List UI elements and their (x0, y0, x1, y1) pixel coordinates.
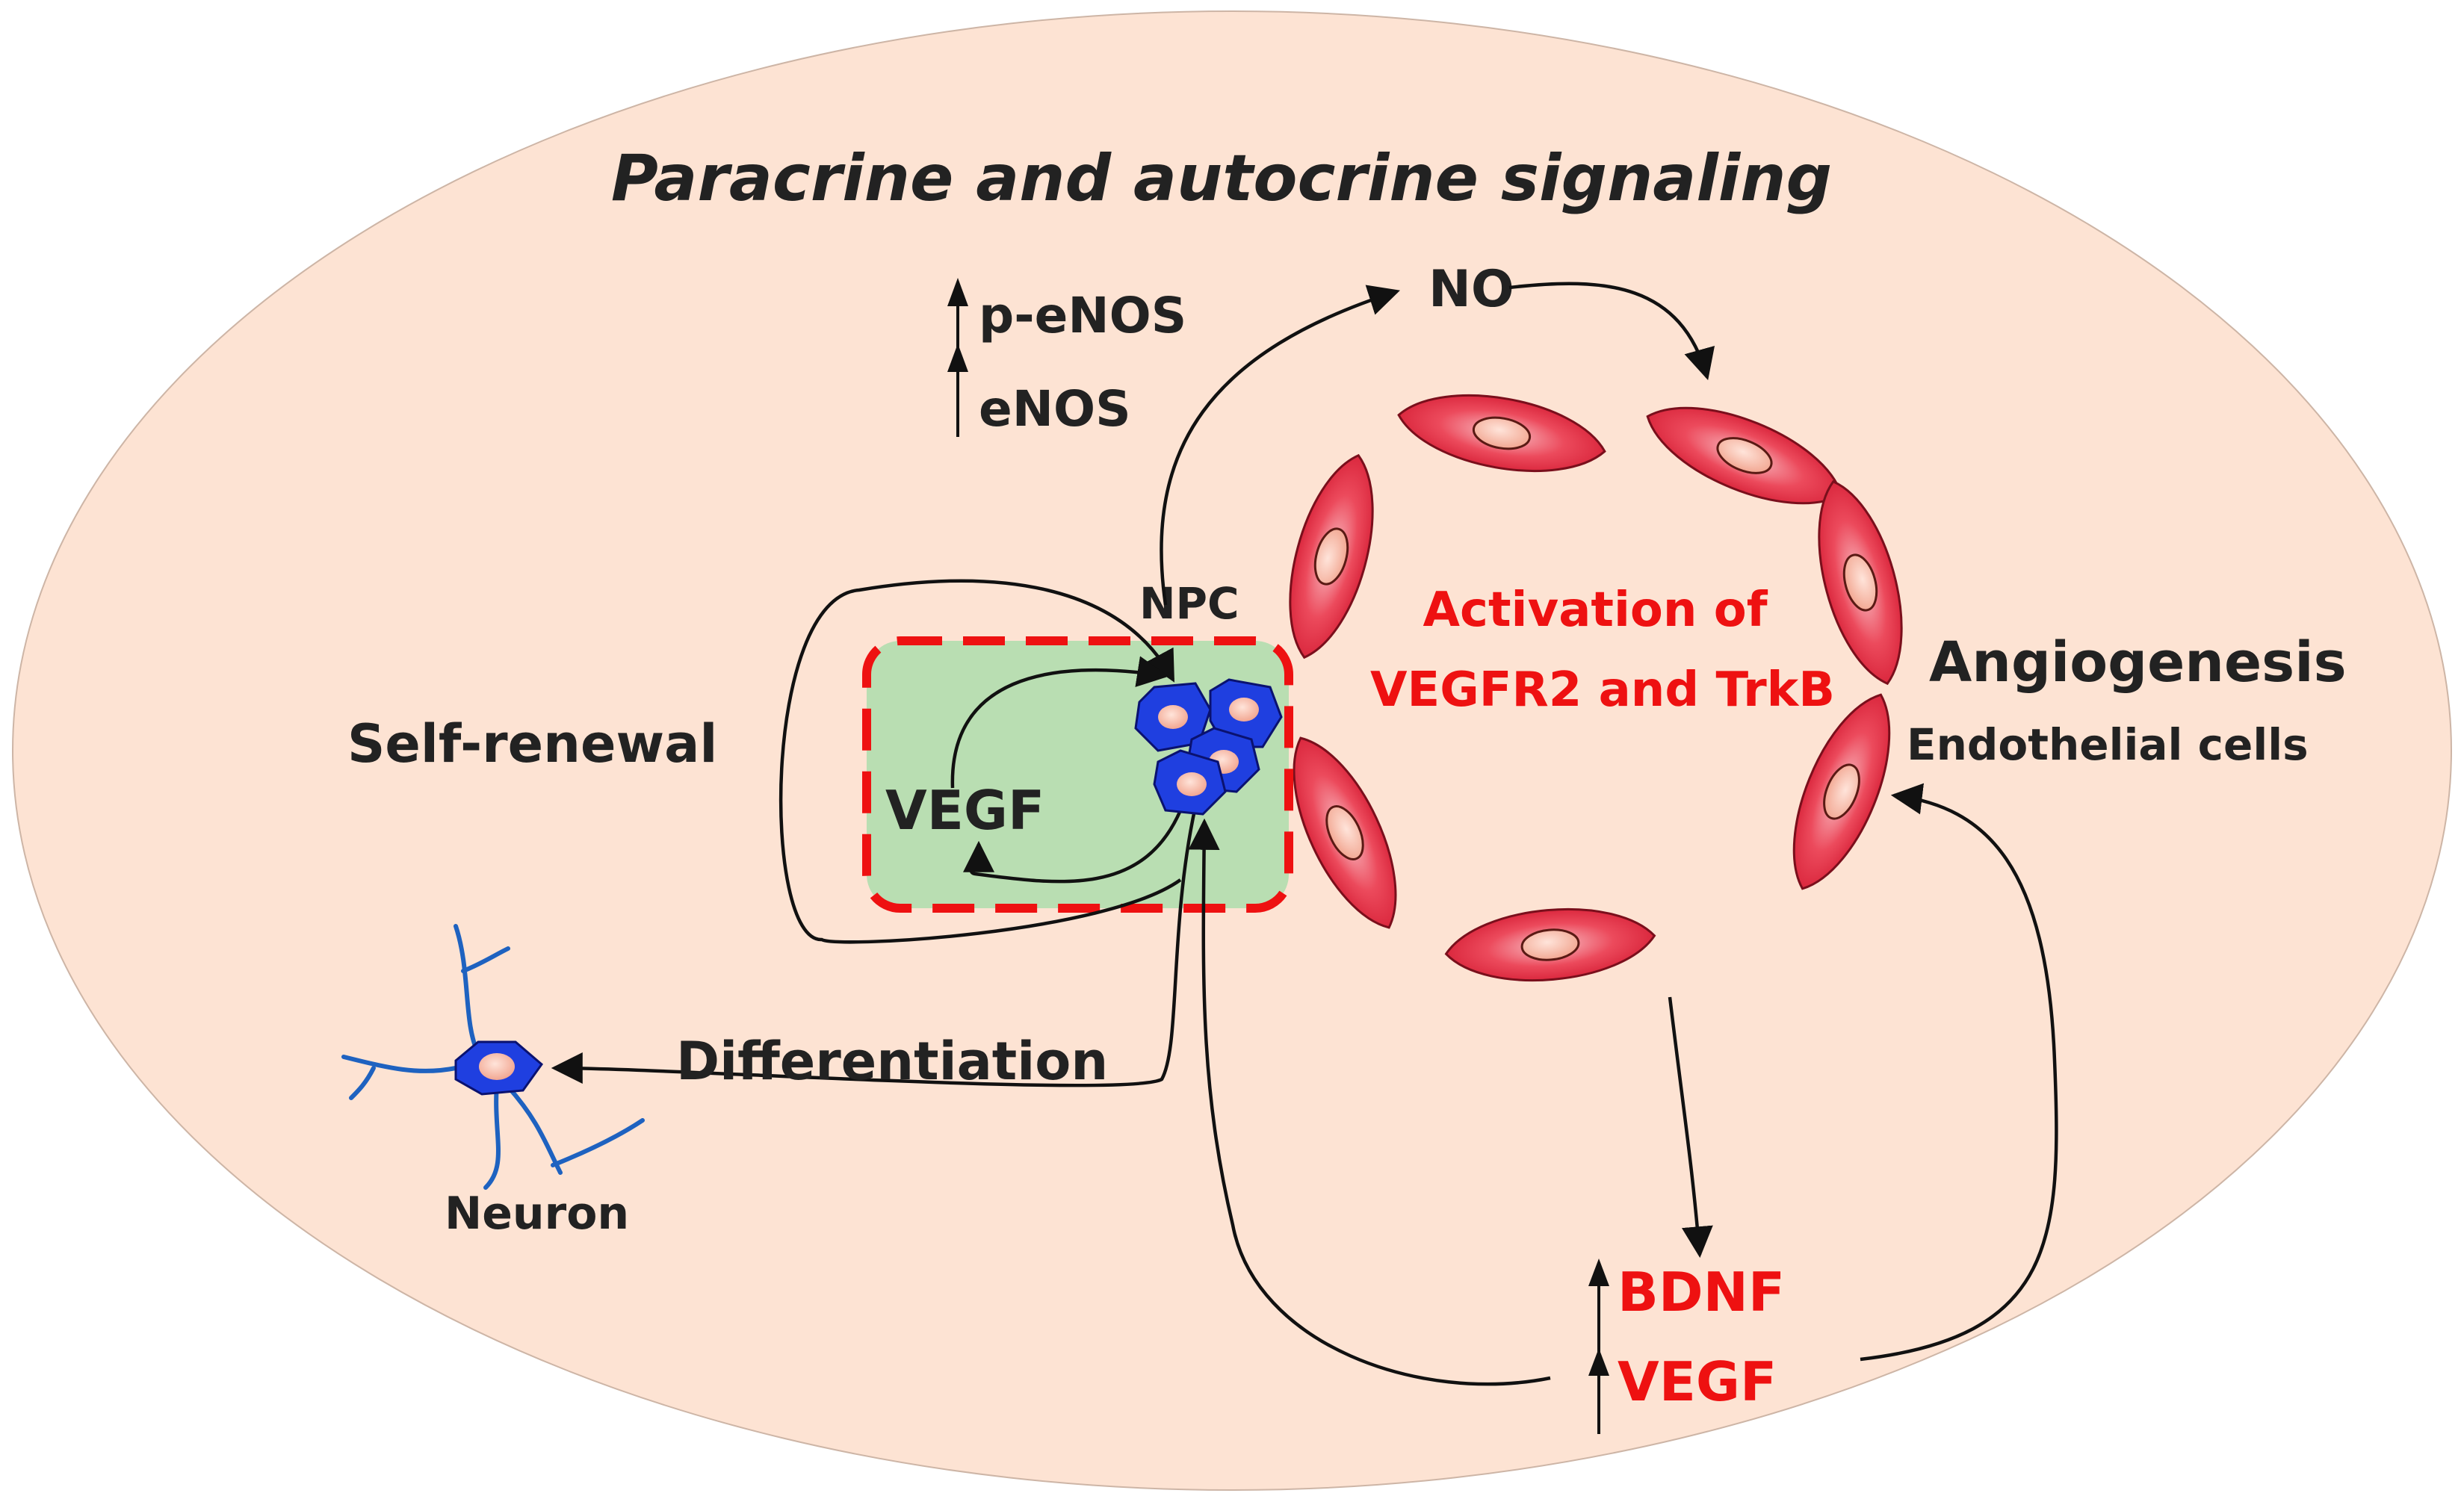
up-arrow-icon (947, 278, 968, 437)
activation-label-line2: VEGFR2 and TrkB (1370, 662, 1835, 718)
vegf-inner-label: VEGF (885, 779, 1044, 842)
self-renewal-label: Self-renewal (347, 713, 717, 775)
differentiation-label: Differentiation (676, 1031, 1108, 1092)
signaling-arrows (551, 282, 2058, 1386)
no-label: NO (1428, 260, 1514, 319)
diagram-title: Paracrine and autocrine signaling (611, 141, 1832, 216)
bdnf-label: BDNF (1618, 1261, 1785, 1323)
enos-label: eNOS (979, 380, 1131, 438)
vegf-bottom-label: VEGF (1618, 1350, 1777, 1413)
neuron-icon (341, 924, 645, 1190)
npc-label: NPC (1139, 578, 1239, 629)
p-enos-label: p-eNOS (979, 287, 1186, 344)
up-arrow-icon (1588, 1259, 1609, 1434)
angiogenesis-label: Angiogenesis (1929, 630, 2347, 695)
activation-label-line1: Activation of (1423, 583, 1768, 638)
neuron-label: Neuron (445, 1188, 629, 1240)
endothelial-cells-label: Endothelial cells (1907, 719, 2309, 770)
npc-cell-icon (1134, 678, 1283, 816)
